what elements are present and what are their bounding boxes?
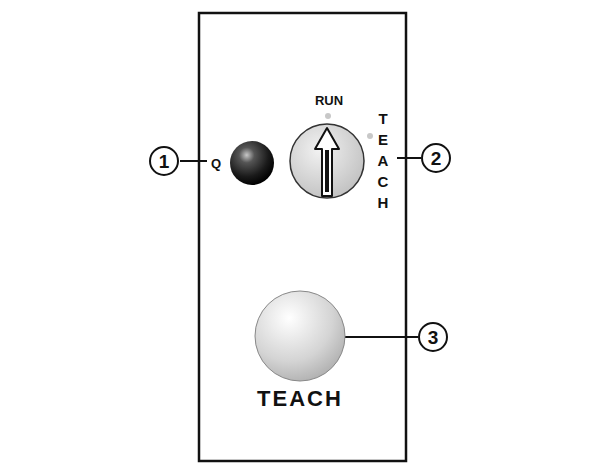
rotary-switch — [290, 124, 364, 198]
callout-number: 2 — [421, 143, 451, 173]
switch-position: RUN — [315, 93, 343, 108]
switch-arrow — [315, 128, 339, 196]
panel-housing — [199, 13, 406, 461]
leader-line — [180, 160, 207, 162]
callout-number: 3 — [418, 322, 448, 352]
callout-number: 3 — [428, 328, 439, 347]
switch-position: TEACH — [376, 108, 391, 213]
led-indicator — [230, 141, 274, 185]
callout-number: 1 — [149, 146, 179, 176]
callout-number: 1 — [159, 152, 170, 171]
signal-name: Q — [211, 156, 221, 171]
leader-line — [345, 336, 418, 338]
switch-arrow — [325, 150, 329, 192]
leader-line — [397, 157, 421, 159]
position-dot — [325, 113, 331, 119]
position-dot — [367, 133, 373, 139]
callout-number: 2 — [431, 149, 442, 168]
button-name: TEACH — [257, 386, 343, 412]
teach-button — [255, 291, 345, 381]
